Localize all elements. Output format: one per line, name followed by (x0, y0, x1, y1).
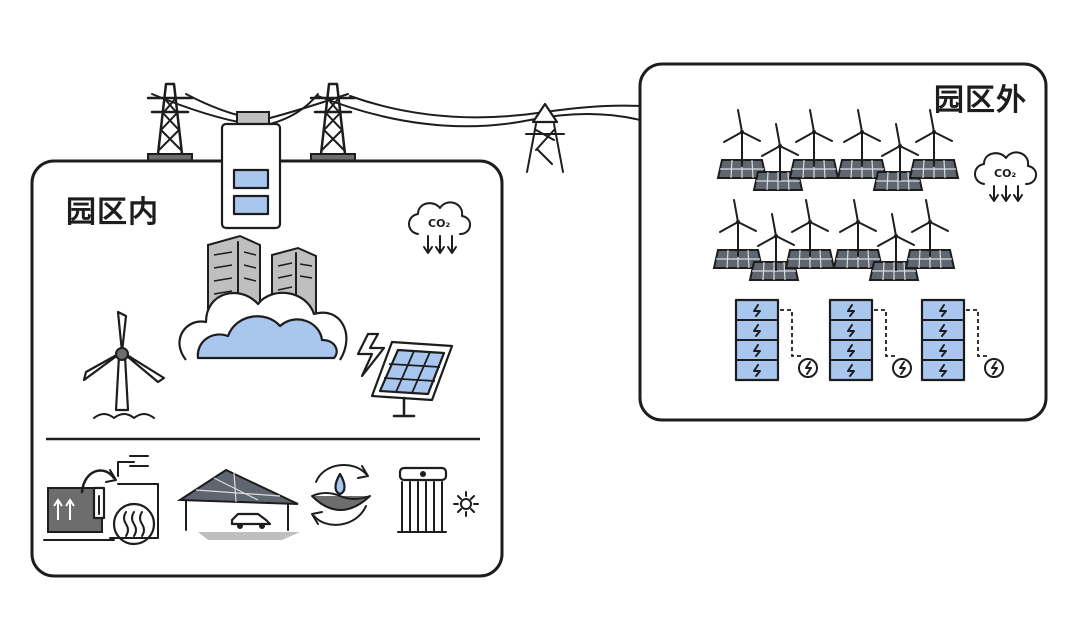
inside-park-label: 园区内 (66, 195, 159, 230)
outside-park-label: 园区外 (934, 83, 1027, 118)
co2-reduction-icon: CO₂ (974, 151, 1037, 202)
battery-storage-icon (220, 111, 282, 230)
co2-text: CO₂ (994, 167, 1016, 180)
solar-water-heater-icon (397, 466, 479, 533)
co2-text: CO₂ (428, 217, 450, 230)
waste-heat-recovery-icon (43, 455, 159, 546)
water-cycle-icon (311, 463, 371, 526)
solar-panel-icon (370, 340, 454, 418)
solar-carport-icon (176, 468, 300, 540)
lightning-icon (356, 332, 386, 378)
cloud-icon (178, 291, 348, 361)
co2-reduction-icon: CO₂ (408, 201, 471, 254)
wind-turbine-icon (82, 310, 166, 419)
transmission-tower-icon (525, 102, 565, 173)
power-lines (151, 93, 641, 128)
